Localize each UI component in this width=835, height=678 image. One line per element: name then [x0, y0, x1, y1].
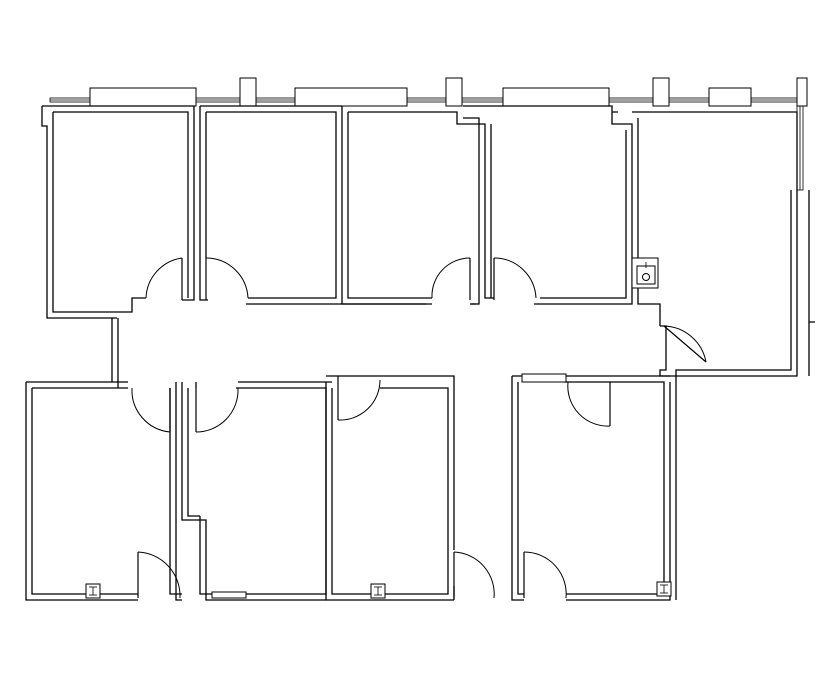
door: [137, 551, 181, 599]
fixtures: [85, 257, 672, 599]
room-top-right-walls: [632, 111, 815, 600]
room-top-3-walls: [341, 106, 494, 305]
radiator-icon: [656, 581, 672, 597]
door: [205, 257, 249, 300]
room-bottom-3-walls: [325, 375, 455, 601]
door: [145, 257, 183, 300]
door: [131, 387, 171, 433]
door: [663, 325, 707, 363]
window: [89, 87, 197, 107]
window: [796, 77, 808, 107]
door: [523, 551, 567, 599]
door: [493, 257, 537, 300]
window: [445, 77, 463, 107]
window: [652, 77, 670, 107]
room-bottom-1-walls: [25, 381, 182, 601]
room-top-1-walls: [41, 105, 195, 319]
door: [453, 551, 495, 599]
door: [567, 381, 611, 427]
window: [211, 591, 247, 599]
window-bays: [89, 77, 808, 107]
window: [294, 87, 408, 107]
radiator-icon: [85, 583, 101, 599]
room-bottom-2-walls: [181, 381, 332, 601]
doors: [131, 257, 707, 599]
room-bottom-4-walls: [511, 375, 671, 601]
room-top-4-walls: [463, 105, 633, 305]
window: [239, 77, 257, 107]
window: [502, 87, 610, 107]
window: [708, 87, 752, 107]
room-top-2-walls: [199, 105, 342, 301]
window: [521, 373, 567, 383]
radiator-icon: [370, 583, 386, 599]
sink-icon: [631, 257, 659, 289]
lower-rooms: [25, 373, 671, 601]
door: [431, 257, 471, 300]
door: [195, 387, 239, 433]
upper-rooms: [41, 105, 815, 600]
door: [337, 376, 381, 421]
